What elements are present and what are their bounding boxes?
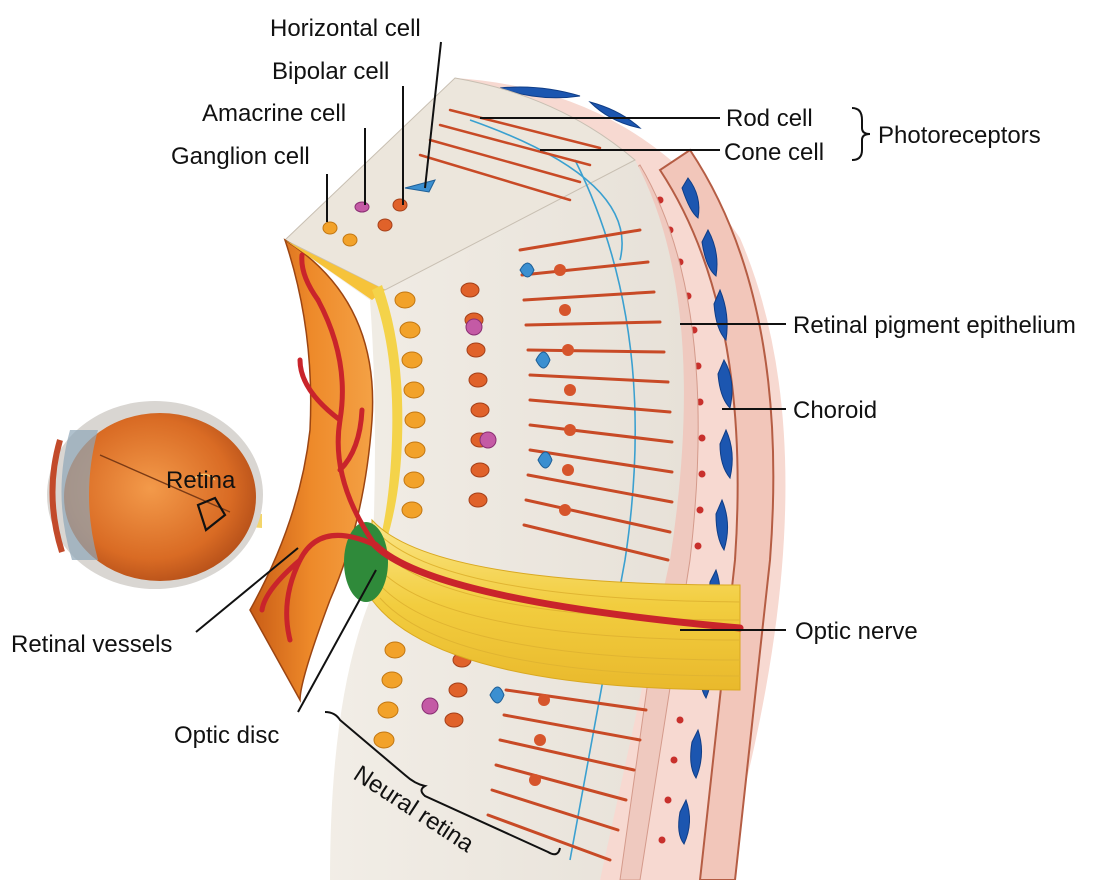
label-bipolar-cell: Bipolar cell [272,58,389,85]
label-photoreceptors: Photoreceptors [878,122,1041,149]
label-ganglion-cell: Ganglion cell [171,143,310,170]
label-amacrine-cell: Amacrine cell [202,100,346,127]
retina-block [250,78,785,880]
eye-thumbnail [47,401,263,589]
label-retinal-pigment-epithelium: Retinal pigment epithelium [793,312,1076,339]
label-choroid: Choroid [793,397,877,424]
label-optic-disc: Optic disc [174,722,279,749]
label-retina: Retina [166,467,236,494]
label-retinal-vessels: Retinal vessels [11,631,172,658]
label-rod-cell: Rod cell [726,105,813,132]
label-horizontal-cell: Horizontal cell [270,15,421,42]
inner-retinal-surface [250,240,373,700]
label-optic-nerve: Optic nerve [795,618,918,645]
label-cone-cell: Cone cell [724,139,824,166]
